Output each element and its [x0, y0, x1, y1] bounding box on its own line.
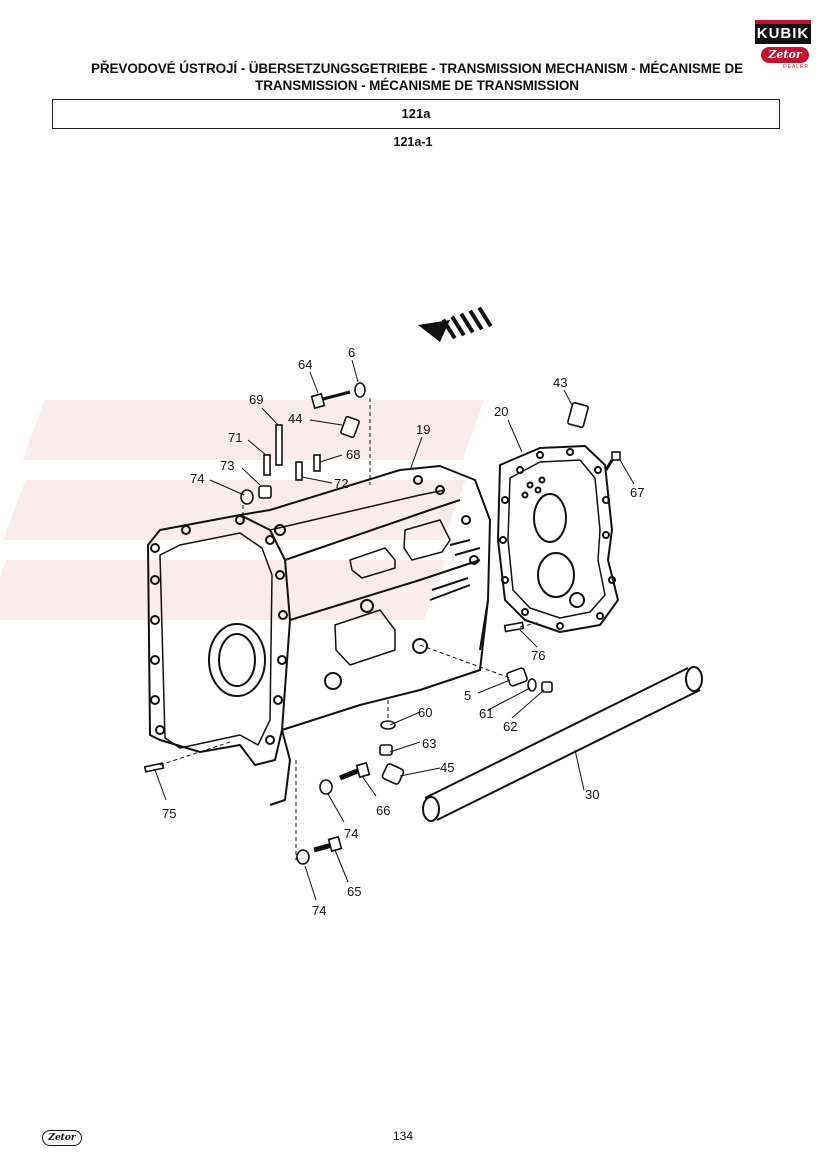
part-label: 62: [503, 719, 517, 734]
rear-plate-20: [497, 445, 619, 633]
part-label: 71: [228, 430, 242, 445]
housing-19: [147, 465, 491, 806]
part-label: 65: [347, 884, 361, 899]
part-label: 30: [585, 787, 599, 802]
part-label: 43: [553, 375, 567, 390]
part-label: 44: [288, 411, 302, 426]
part-label: 68: [346, 447, 360, 462]
part-label: 60: [418, 705, 432, 720]
dealer-tag: DEALER: [783, 64, 810, 70]
part-label: 66: [376, 803, 390, 818]
part-label: 67: [630, 485, 644, 500]
part-label: 74: [312, 903, 326, 918]
part-label: 5: [464, 688, 471, 703]
kubik-wordmark: KUBIK: [755, 20, 811, 44]
part-label: 20: [494, 404, 508, 419]
page-title: PŘEVODOVÉ ÚSTROJÍ - ÜBERSETZUNGSGETRIEBE…: [90, 61, 744, 93]
part-label: 74: [344, 826, 358, 841]
part-label: 45: [440, 760, 454, 775]
part-labels: 6 64 69 44 71 68 73 72 74 19 20 43 67 76…: [162, 345, 644, 918]
subsection-number: 121a-1: [393, 135, 433, 149]
part-label: 64: [298, 357, 312, 372]
part-label: 76: [531, 648, 545, 663]
part-label: 63: [422, 736, 436, 751]
small-parts: [143, 382, 621, 865]
shaft-30: [422, 666, 703, 822]
kubik-zetor-logo: KUBIK Zetor DEALER: [753, 14, 813, 72]
watermark: [0, 400, 485, 620]
section-box: 121a: [52, 99, 780, 129]
leader-lines: [154, 359, 635, 901]
direction-arrow: [418, 306, 493, 342]
part-label: 73: [220, 458, 234, 473]
assembly-lines: [159, 398, 541, 860]
part-label: 69: [249, 392, 263, 407]
part-label: 72: [334, 476, 348, 491]
part-label: 74: [190, 471, 204, 486]
part-label: 19: [416, 422, 430, 437]
section-number: 121a: [401, 106, 431, 121]
part-label: 75: [162, 806, 176, 821]
page-number: 134: [392, 1129, 414, 1143]
part-label: 6: [348, 345, 355, 360]
part-label: 61: [479, 706, 493, 721]
zetor-emblem: Zetor: [761, 47, 809, 63]
zetor-footer-logo: Zetor: [42, 1130, 82, 1146]
